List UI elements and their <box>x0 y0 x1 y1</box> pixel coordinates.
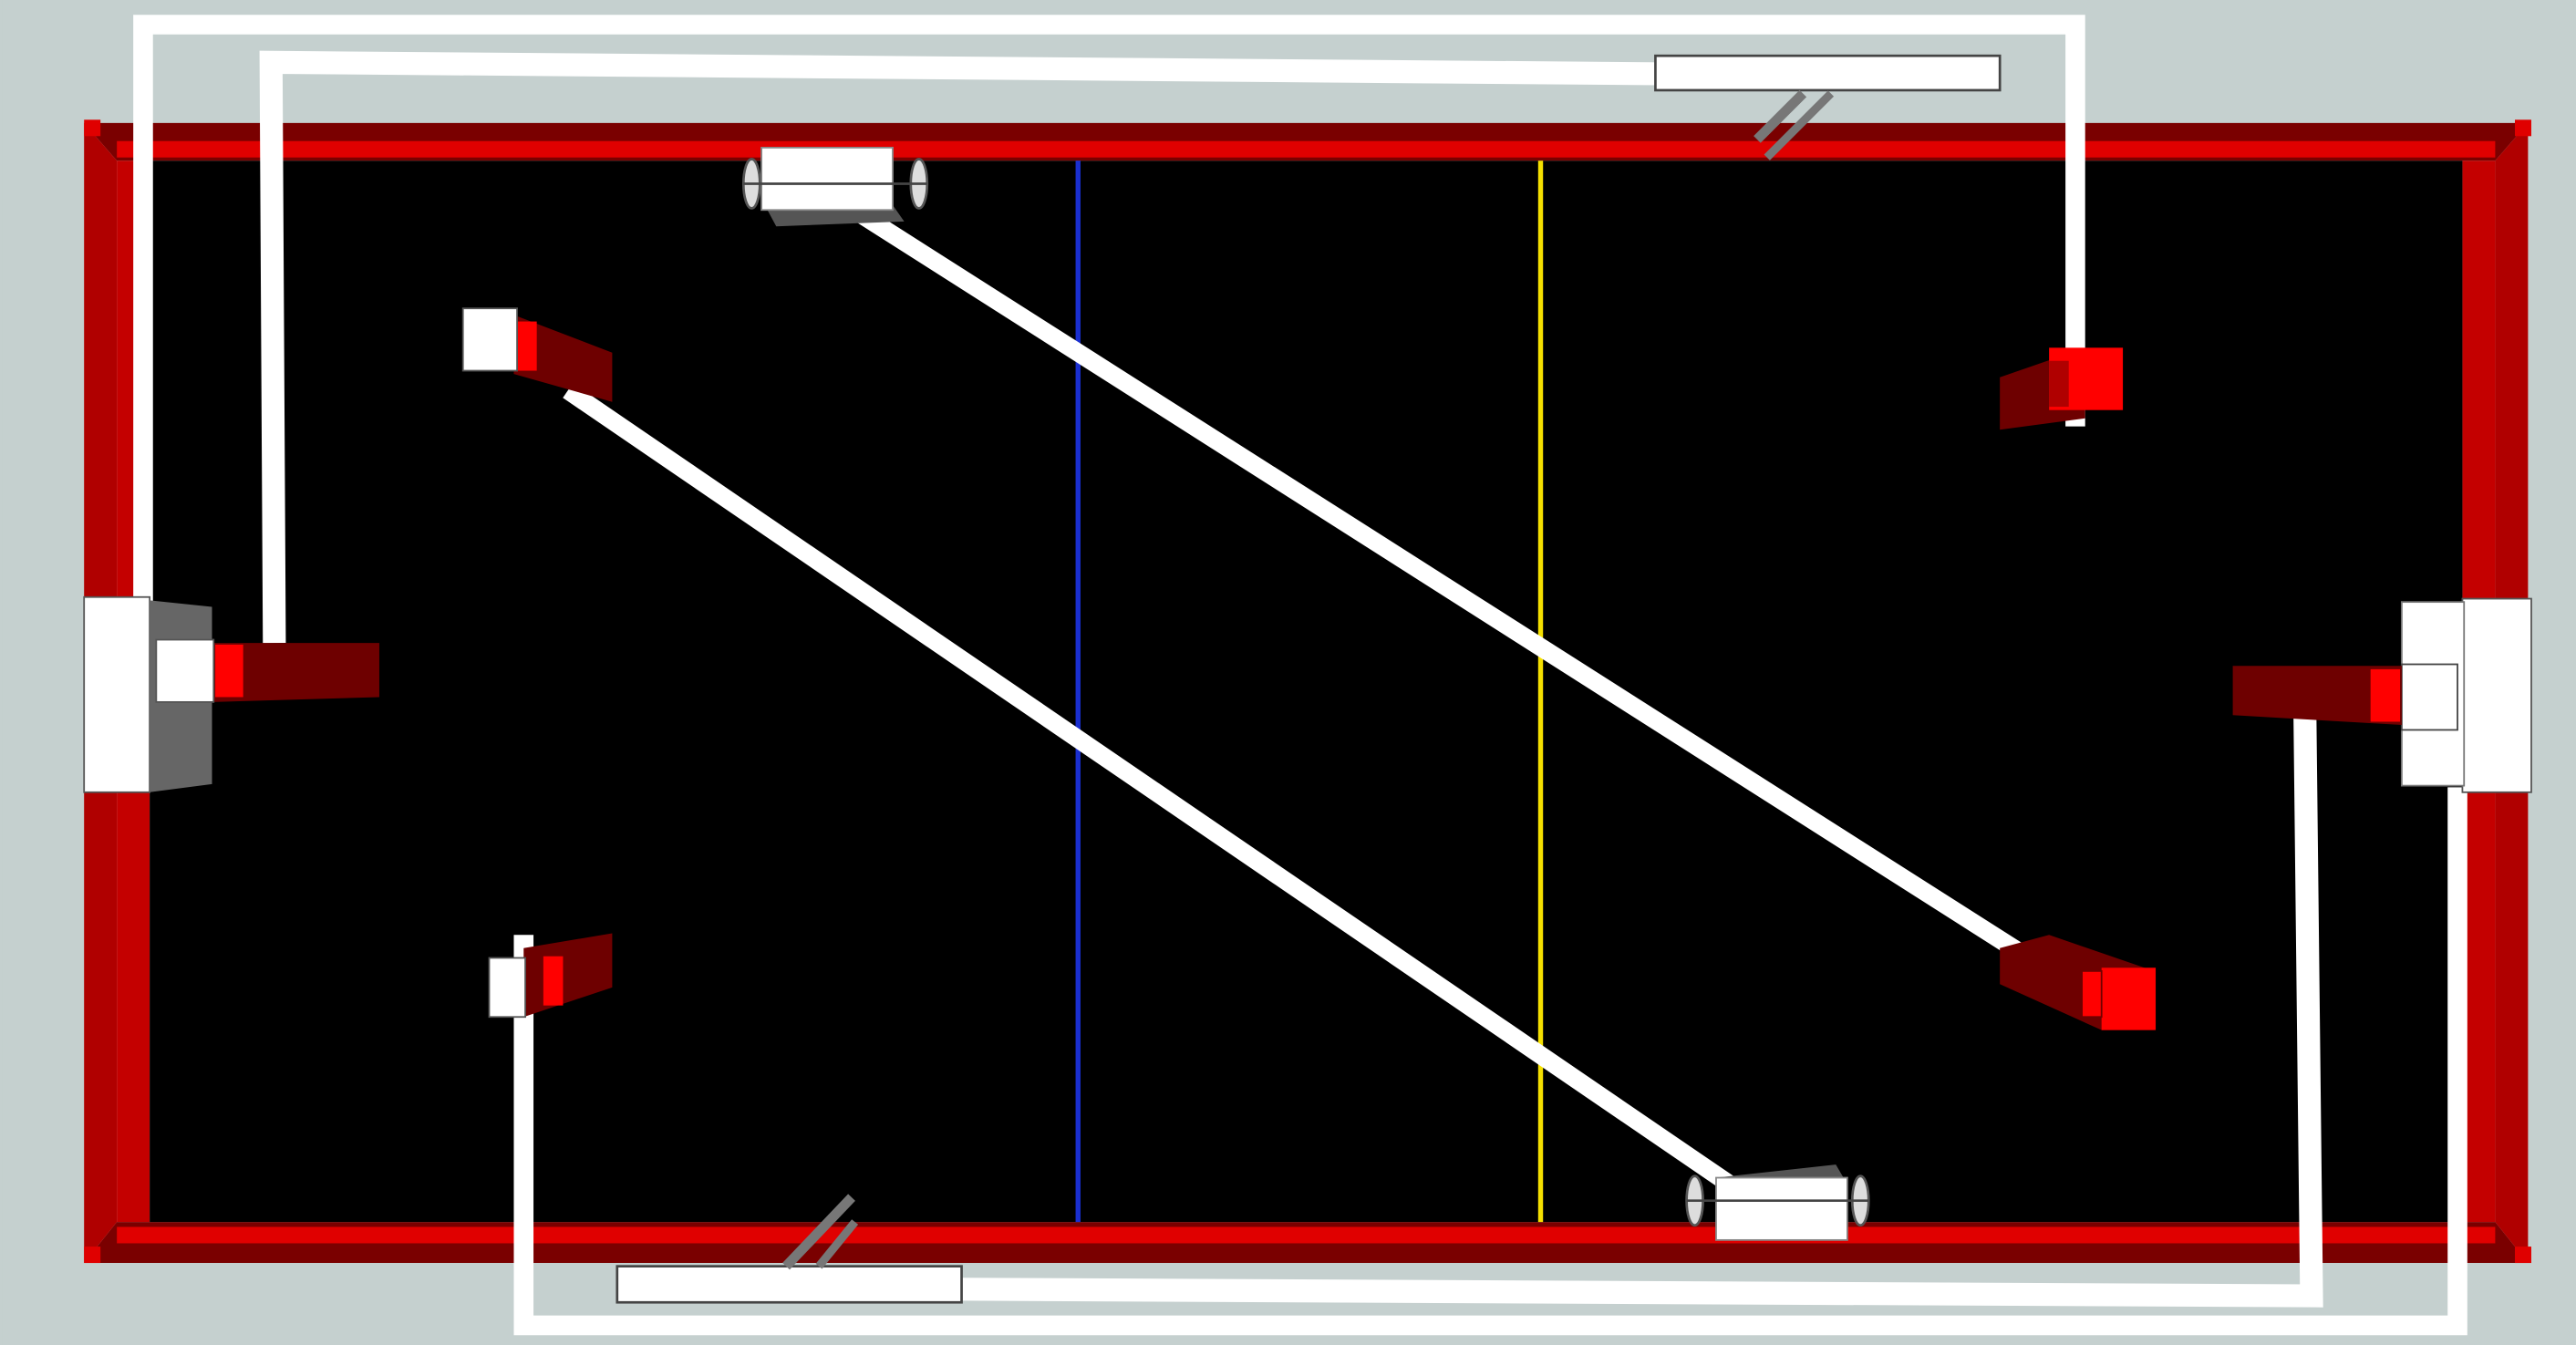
goal-right <box>2400 597 2532 793</box>
red-block-bottom-right-inner <box>2081 969 2103 1019</box>
ramp-bottom-leg-2 <box>815 1219 859 1269</box>
bridge-top <box>1654 54 2002 92</box>
red-block-bottom-left-face <box>543 956 564 1006</box>
corner-tr <box>2514 119 2531 137</box>
route-inner-top <box>259 50 1662 644</box>
red-block-left-mid <box>155 638 379 703</box>
red-block-left-mid-face <box>215 644 243 698</box>
red-block-top-right-inner <box>2049 360 2069 408</box>
route-bottom-right-inner <box>961 715 2323 1308</box>
corner-tl <box>84 119 101 137</box>
white-cube-left-mid <box>155 638 215 703</box>
white-cube-top-left <box>461 307 518 372</box>
ramp-top-leg-2 <box>1764 90 1835 160</box>
goal-right-slot <box>2400 663 2458 731</box>
robot-top <box>741 146 929 227</box>
route-lines <box>133 15 2467 1336</box>
robot-top-body <box>760 146 894 212</box>
ramp-bottom-leg-1 <box>782 1194 855 1270</box>
red-block-top-right <box>2000 347 2124 430</box>
robot-bottom-body <box>1715 1176 1848 1241</box>
white-cube-bottom-left <box>488 957 526 1019</box>
corner-bl <box>84 1247 101 1264</box>
route-outer-top <box>133 15 2085 607</box>
red-block-bottom-left <box>488 933 613 1019</box>
red-block-top-left-body <box>513 315 613 402</box>
wall-top-face <box>117 140 2496 158</box>
red-block-right-mid-face <box>2370 668 2401 722</box>
route-bottom-right-outer <box>513 787 2467 1336</box>
red-block-right-mid-body <box>2232 666 2402 726</box>
red-block-bottom-right-face <box>2101 967 2157 1030</box>
ramp-top <box>1654 54 2002 160</box>
ramp-top-leg-1 <box>1754 89 1807 143</box>
red-block-top-left-face <box>517 321 537 371</box>
goal-right-frame <box>2461 597 2532 793</box>
route-diagonal-2 <box>563 382 1750 1202</box>
red-block-left-mid-body <box>212 643 379 702</box>
wall-bottom-face <box>117 1226 2496 1244</box>
goal-left-frame <box>83 595 151 793</box>
ramp-bottom <box>616 1194 963 1304</box>
red-block-bottom-right <box>2000 935 2157 1030</box>
red-block-right-mid <box>2232 666 2402 726</box>
route-diagonal-1 <box>833 192 2050 976</box>
robot-bottom <box>1685 1164 1870 1241</box>
corner-br <box>2514 1247 2531 1264</box>
red-block-top-left <box>461 307 613 402</box>
bridge-bottom <box>616 1265 963 1304</box>
